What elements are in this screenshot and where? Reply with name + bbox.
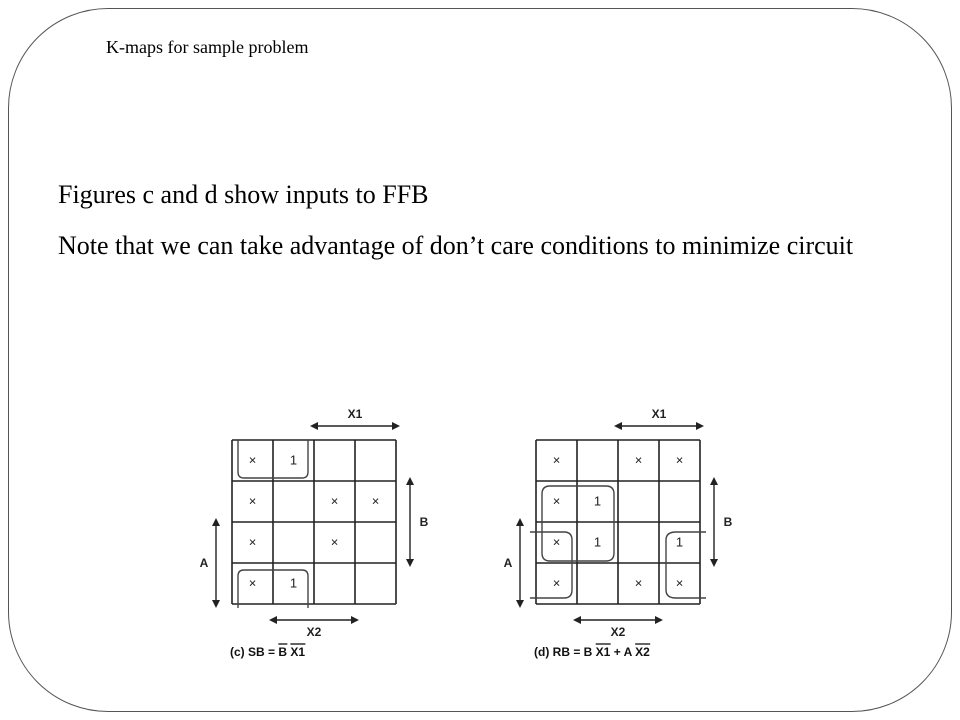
x2-label: X2 bbox=[307, 625, 322, 639]
x1-range-arrow bbox=[614, 422, 704, 430]
caption-term-complemented: B bbox=[278, 645, 287, 659]
slide-title: K-maps for sample problem bbox=[106, 37, 309, 57]
kmap-cell: × bbox=[331, 535, 339, 550]
kmap-group-loop bbox=[530, 531, 573, 599]
caption-term-complemented: X2 bbox=[635, 645, 650, 659]
a-range-arrow bbox=[212, 518, 220, 608]
kmap-cell: × bbox=[249, 576, 257, 591]
kmap-cell: × bbox=[676, 576, 684, 591]
kmap-caption: (c) SB = B X1 bbox=[230, 645, 305, 659]
paragraph-1: Figures c and d show inputs to FFB bbox=[58, 180, 429, 209]
kmap-group-loop bbox=[541, 485, 615, 562]
kmap-group-loop bbox=[665, 531, 706, 599]
kmap-cell: × bbox=[553, 535, 561, 550]
kmap-cell: 1 bbox=[290, 453, 297, 468]
kmap-cell: × bbox=[635, 453, 643, 468]
kmap-cell: 1 bbox=[594, 494, 601, 509]
kmap-cell: × bbox=[249, 494, 257, 509]
kmap-cell: × bbox=[553, 576, 561, 591]
kmap-cell: × bbox=[249, 535, 257, 550]
x1-range-arrow bbox=[310, 422, 400, 430]
kmap-cell: × bbox=[249, 453, 257, 468]
x1-label: X1 bbox=[348, 407, 363, 421]
caption-term: + A bbox=[610, 645, 635, 659]
kmap-cell: × bbox=[372, 494, 380, 509]
x2-range-arrow bbox=[573, 616, 663, 624]
slide-frame bbox=[8, 8, 952, 712]
kmap-cell: × bbox=[553, 494, 561, 509]
caption-term-complemented: X1 bbox=[596, 645, 611, 659]
b-label: B bbox=[724, 515, 733, 529]
x2-label: X2 bbox=[611, 625, 626, 639]
caption-term: B bbox=[584, 645, 596, 659]
kmap-cell: × bbox=[553, 453, 561, 468]
caption-term-complemented: X1 bbox=[290, 645, 305, 659]
kmap-caption: (d) RB = B X1 + A X2 bbox=[534, 645, 650, 659]
caption-prefix: (d) RB = bbox=[534, 645, 584, 659]
caption-prefix: (c) SB = bbox=[230, 645, 278, 659]
kmap-cell: × bbox=[635, 576, 643, 591]
x2-range-arrow bbox=[269, 616, 359, 624]
a-label: A bbox=[200, 556, 209, 570]
b-range-arrow bbox=[406, 477, 414, 567]
paragraph-2: Note that we can take advantage of don’t… bbox=[58, 231, 854, 260]
kmap-cell: 1 bbox=[676, 535, 683, 550]
kmap-grid bbox=[535, 439, 701, 605]
a-label: A bbox=[504, 556, 513, 570]
x1-label: X1 bbox=[652, 407, 667, 421]
b-label: B bbox=[420, 515, 429, 529]
kmap-grid bbox=[231, 439, 397, 605]
kmap-cell: × bbox=[331, 494, 339, 509]
slide-body: Figures c and d show inputs to FFB Note … bbox=[58, 178, 858, 280]
kmap-cell: 1 bbox=[290, 576, 297, 591]
kmap-cell: × bbox=[676, 453, 684, 468]
kmap-cell: 1 bbox=[594, 535, 601, 550]
kmap-group-loop bbox=[237, 440, 309, 479]
a-range-arrow bbox=[516, 518, 524, 608]
kmap-group-loop bbox=[237, 569, 309, 608]
b-range-arrow bbox=[710, 477, 718, 567]
